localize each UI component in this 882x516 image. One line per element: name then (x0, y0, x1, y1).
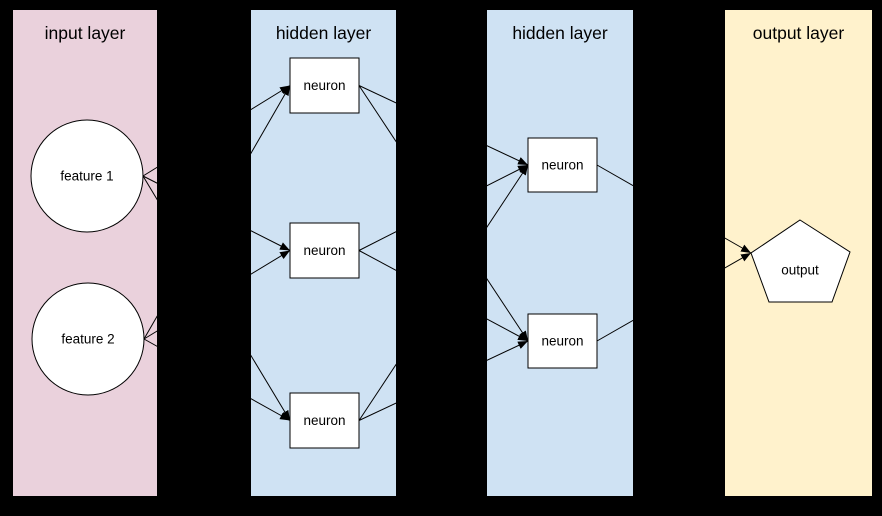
edge-h1n1-to-h2n2 (358, 85, 529, 342)
node-label-h2n2: neuron (541, 334, 583, 349)
edge-h2n2-to-outnode (596, 252, 752, 342)
edge-h1n2-to-h2n2 (358, 250, 529, 342)
node-outnode (750, 219, 851, 303)
edge-feature2-to-h1n3 (143, 338, 291, 421)
node-label-feature1: feature 1 (60, 169, 113, 184)
node-h1n1 (289, 57, 360, 114)
edge-h1n3-to-h2n2 (358, 340, 529, 421)
node-h2n2 (527, 313, 598, 369)
node-label-h1n3: neuron (303, 413, 345, 428)
layer-title-hidden1: hidden layer (276, 23, 372, 43)
edge-feature1-to-h1n3 (142, 175, 291, 421)
node-feature2 (31, 282, 145, 396)
node-h1n2 (289, 222, 360, 279)
edge-h1n3-to-h2n1 (358, 164, 529, 421)
node-label-feature2: feature 2 (61, 332, 114, 347)
edge-h1n1-to-h2n1 (358, 85, 529, 166)
node-h2n1 (527, 137, 598, 193)
edge-h1n2-to-h2n1 (358, 164, 529, 251)
edge-feature2-to-h1n2 (143, 250, 291, 340)
edge-h2n1-to-outnode (596, 164, 752, 254)
layer-panel-hidden2 (487, 10, 633, 496)
node-label-h2n1: neuron (541, 158, 583, 173)
layer-title-input: input layer (45, 23, 126, 43)
layer-title-hidden2: hidden layer (512, 23, 608, 43)
node-label-h1n2: neuron (303, 243, 345, 258)
node-h1n3 (289, 392, 360, 449)
layer-panel-input (13, 10, 157, 496)
node-label-h1n1: neuron (303, 78, 345, 93)
edge-feature2-to-h1n1 (143, 85, 291, 340)
node-feature1 (30, 119, 144, 233)
node-label-outnode: output (781, 263, 819, 278)
edge-feature1-to-h1n1 (142, 85, 291, 177)
layer-title-output: output layer (753, 23, 845, 43)
